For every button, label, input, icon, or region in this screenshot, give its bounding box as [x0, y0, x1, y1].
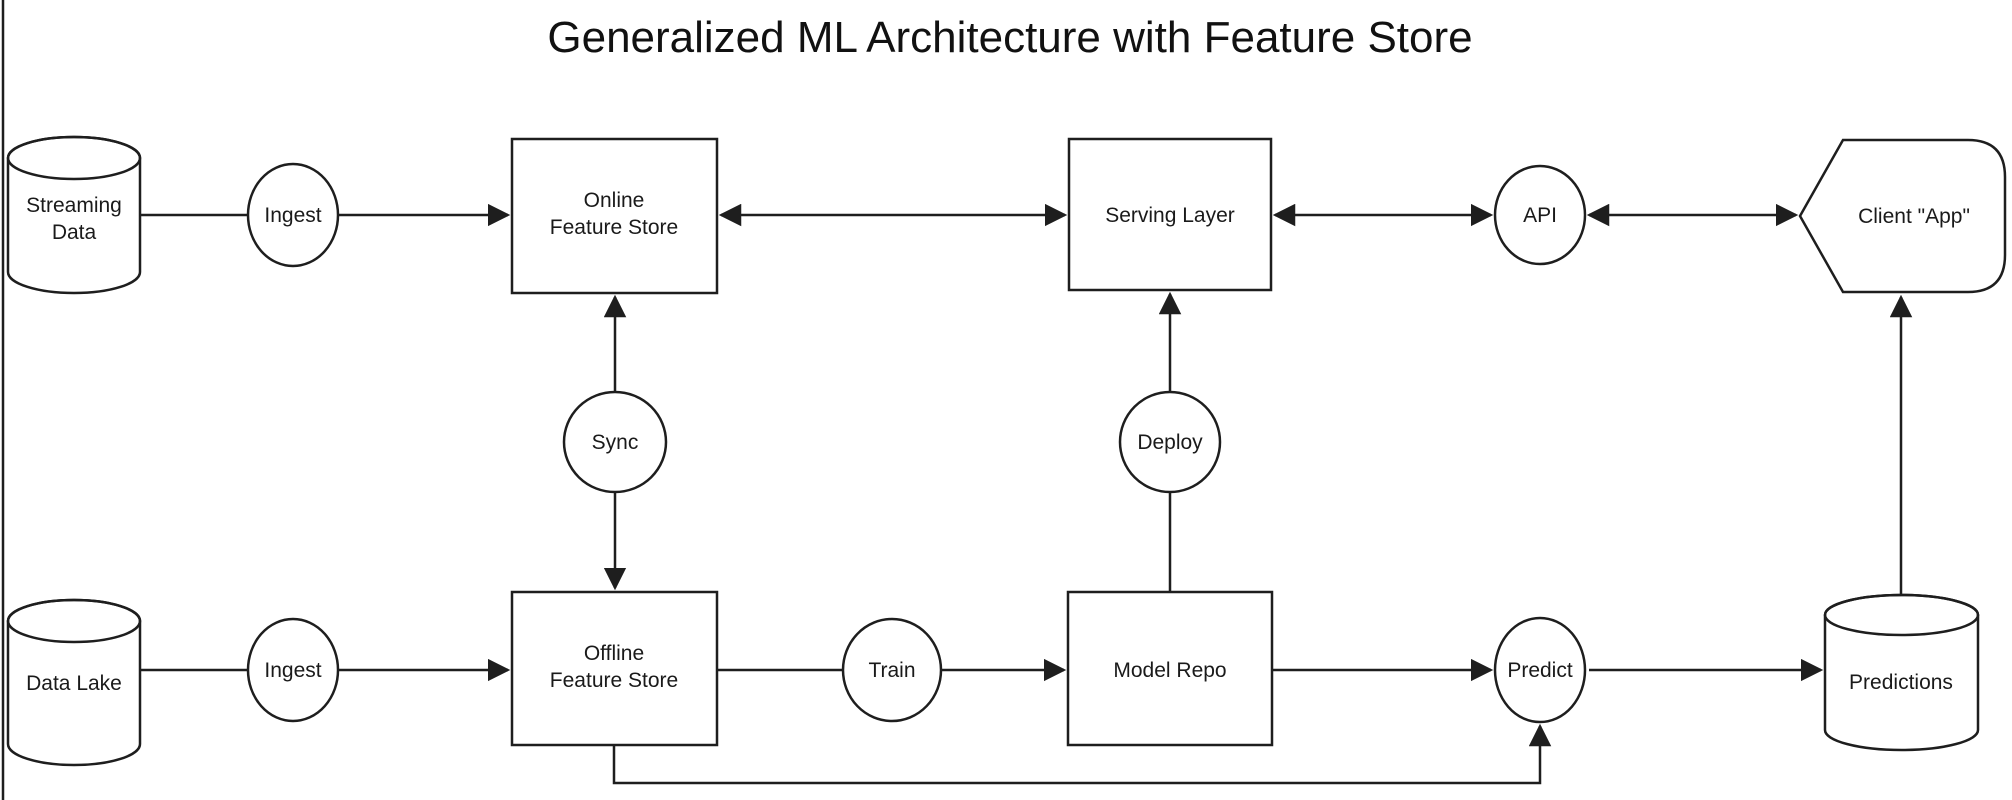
streaming-data-cylinder-rim [6, 135, 142, 181]
edge-offline-feature-store-to-predict [612, 723, 1552, 785]
api-label: API [1523, 204, 1557, 227]
node-train: Train [841, 617, 943, 723]
predict-circle [1493, 616, 1587, 724]
node-predictions: Predictions [1823, 593, 1980, 752]
predict-label: Predict [1507, 659, 1573, 682]
sync-circle [562, 390, 668, 494]
data-lake-label: Data Lake [26, 672, 122, 695]
offline-feature-store-label-line2: Feature Store [550, 669, 678, 692]
node-online-feature-store: Online Feature Store [510, 137, 719, 295]
node-deploy: Deploy [1118, 390, 1222, 494]
sync-label: Sync [592, 431, 639, 454]
diagram-title: Generalized ML Architecture with Feature… [547, 13, 1472, 62]
predictions-label: Predictions [1849, 671, 1953, 694]
node-offline-feature-store: Offline Feature Store [510, 590, 719, 747]
model-repo-box [1066, 590, 1274, 747]
online-feature-store-label-line1: Online [584, 189, 645, 212]
streaming-data-label-line1: Streaming [26, 194, 122, 217]
ingest-top-circle [246, 162, 340, 268]
serving-layer-box [1067, 137, 1273, 292]
node-sync: Sync [562, 390, 668, 494]
ingest-bottom-label: Ingest [264, 659, 321, 682]
node-client-app: Client "App" [1798, 138, 2007, 294]
node-streaming-data: Streaming Data [6, 135, 142, 295]
streaming-data-label-line2: Data [52, 221, 97, 244]
deploy-circle [1118, 390, 1222, 494]
api-circle [1493, 164, 1587, 266]
deploy-label: Deploy [1137, 431, 1203, 454]
node-predict: Predict [1493, 616, 1587, 724]
node-api: API [1493, 164, 1587, 266]
data-lake-cylinder-rim [6, 598, 142, 644]
ingest-top-label: Ingest [264, 204, 321, 227]
serving-layer-label: Serving Layer [1105, 204, 1235, 227]
node-model-repo: Model Repo [1066, 590, 1274, 747]
train-circle [841, 617, 943, 723]
ingest-bottom-circle [246, 617, 340, 723]
edges [140, 203, 1913, 785]
online-feature-store-box [510, 137, 719, 295]
online-feature-store-label-line2: Feature Store [550, 216, 678, 239]
client-app-label: Client "App" [1858, 205, 1970, 228]
node-ingest-top: Ingest [246, 162, 340, 268]
model-repo-label: Model Repo [1113, 659, 1226, 682]
predictions-cylinder-rim [1823, 593, 1980, 637]
node-data-lake: Data Lake [6, 598, 142, 767]
offline-feature-store-box [510, 590, 719, 747]
client-app-hexagon [1798, 138, 2007, 294]
node-serving-layer: Serving Layer [1067, 137, 1273, 292]
node-ingest-bottom: Ingest [246, 617, 340, 723]
offline-feature-store-label-line1: Offline [584, 642, 644, 665]
train-label: Train [868, 659, 915, 682]
